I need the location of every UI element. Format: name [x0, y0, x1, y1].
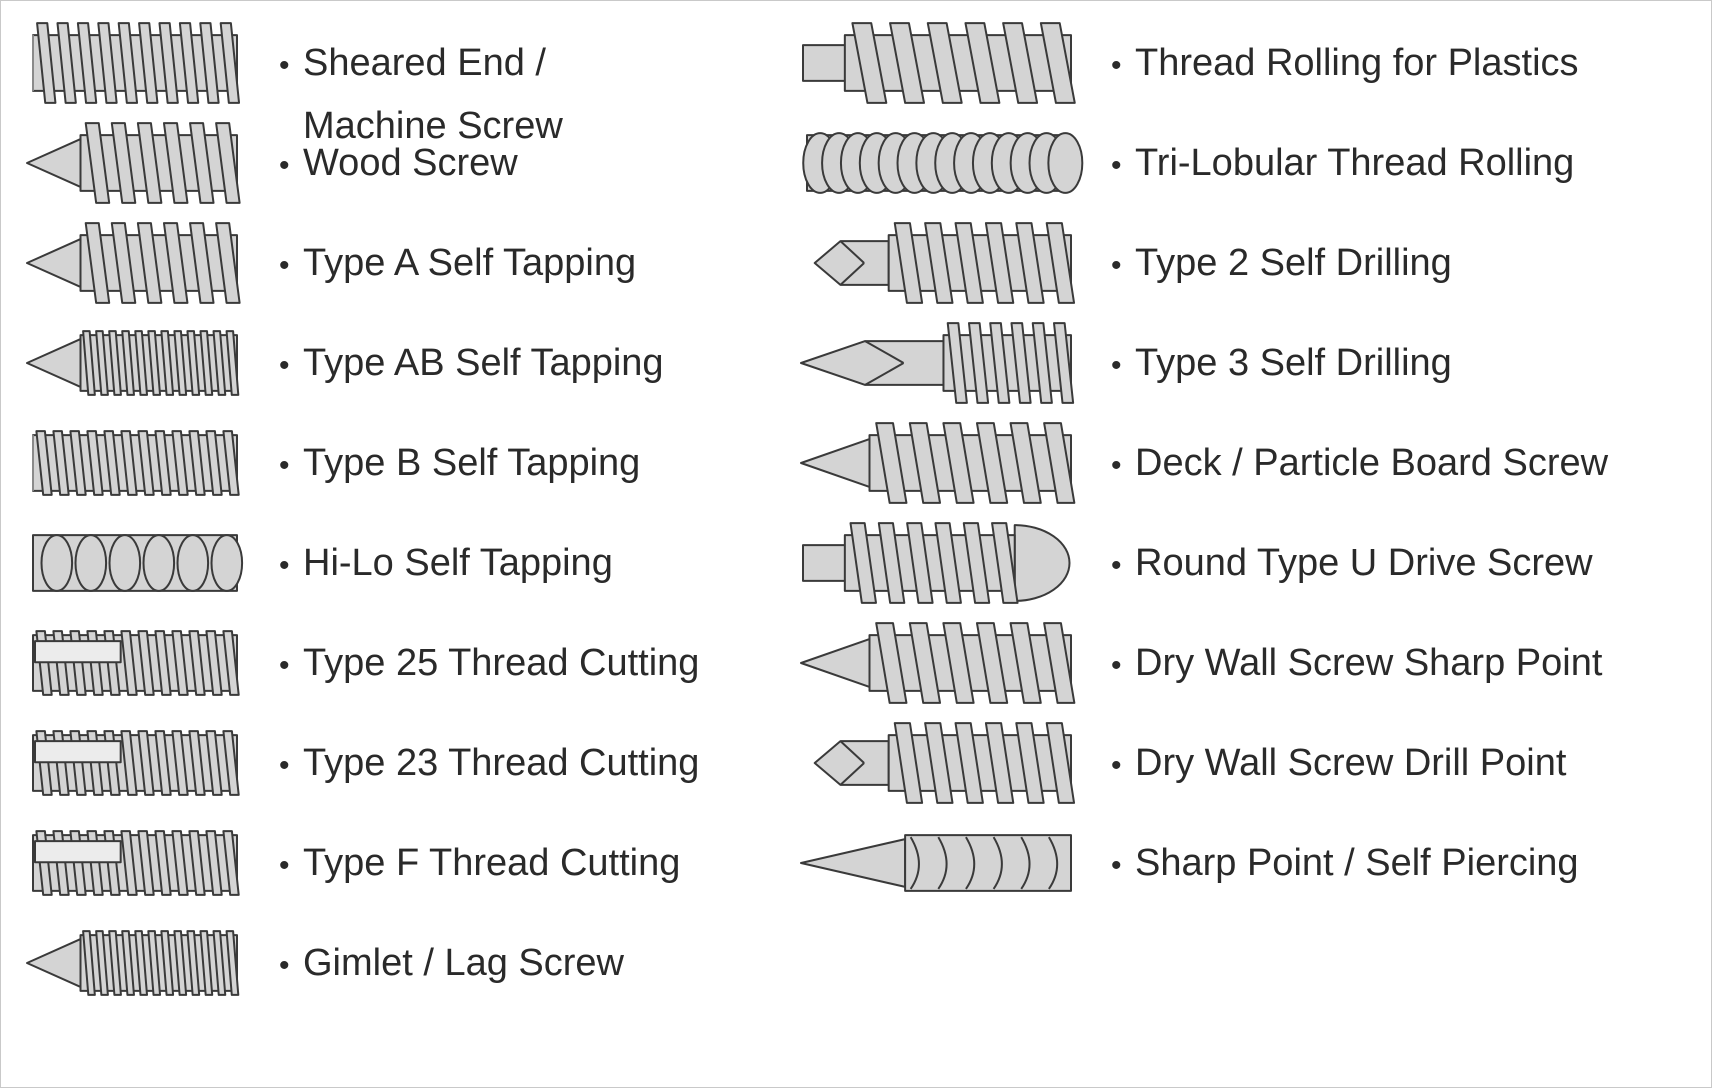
bullet: •: [1111, 649, 1122, 682]
type-2-drill-screw-icon: [813, 222, 1076, 304]
self-piercing-screw-icon: [800, 834, 1073, 892]
screw-label-text: Hi-Lo Self Tapping: [303, 542, 613, 584]
type-b-screw-icon: [32, 430, 240, 496]
bullet: •: [1111, 149, 1122, 182]
bullet: •: [279, 349, 290, 382]
type-ab-screw-icon: [26, 330, 240, 396]
bullet: •: [1111, 849, 1122, 882]
bullet: •: [1111, 249, 1122, 282]
screw-label-text: Type A Self Tapping: [303, 242, 637, 284]
screw-label: • Type 3 Self Drilling: [1111, 333, 1452, 396]
bullet: •: [1111, 349, 1122, 382]
screw-label-text: Dry Wall Screw Sharp Point: [1135, 642, 1603, 684]
screw-label-text: Wood Screw: [303, 142, 518, 184]
screw-label: • Gimlet / Lag Screw: [279, 933, 624, 996]
drive-screw-icon: [802, 522, 1071, 604]
screw-label-text: Round Type U Drive Screw: [1135, 542, 1593, 584]
screw-label: • Sheared End / Machine Screw: [279, 33, 563, 156]
drywall-sharp-screw-icon: [800, 622, 1076, 704]
thread-rolling-plastics-icon: [802, 22, 1076, 104]
bullet: •: [1111, 749, 1122, 782]
deck-screw-icon: [800, 422, 1076, 504]
bullet: •: [279, 449, 290, 482]
bullet: •: [1111, 449, 1122, 482]
screw-label: • Dry Wall Screw Sharp Point: [1111, 633, 1602, 696]
screw-label: • Round Type U Drive Screw: [1111, 533, 1593, 596]
type-25-screw-icon: [32, 630, 240, 696]
screw-label-text: Sharp Point / Self Piercing: [1135, 842, 1579, 884]
screw-label-text: Type 3 Self Drilling: [1135, 342, 1452, 384]
hi-lo-screw-icon: [32, 534, 244, 592]
screw-label-text: Dry Wall Screw Drill Point: [1135, 742, 1567, 784]
tri-lobular-screw-icon: [802, 132, 1084, 194]
screw-label-text: Deck / Particle Board Screw: [1135, 442, 1609, 484]
bullet: •: [1111, 49, 1122, 82]
bullet: •: [279, 649, 290, 682]
bullet: •: [279, 249, 290, 282]
screw-label-text: Tri-Lobular Thread Rolling: [1135, 142, 1575, 184]
screw-label-text: Type AB Self Tapping: [303, 342, 664, 384]
screw-label: • Dry Wall Screw Drill Point: [1111, 733, 1566, 796]
screw-label-text: Thread Rolling for Plastics: [1135, 42, 1579, 84]
screw-label: • Type B Self Tapping: [279, 433, 640, 496]
screw-label: • Type F Thread Cutting: [279, 833, 680, 896]
type-f-screw-icon: [32, 830, 240, 896]
screw-label: • Deck / Particle Board Screw: [1111, 433, 1608, 496]
screw-label: • Type AB Self Tapping: [279, 333, 664, 396]
screw-label-text: Type 25 Thread Cutting: [303, 642, 700, 684]
screw-label: • Type A Self Tapping: [279, 233, 636, 296]
drywall-drill-screw-icon: [813, 722, 1076, 804]
wood-screw-icon: [26, 122, 241, 204]
bullet: •: [279, 749, 290, 782]
type-3-drill-screw-icon: [800, 322, 1075, 404]
screw-label-text: Type F Thread Cutting: [303, 842, 681, 884]
screw-label: • Sharp Point / Self Piercing: [1111, 833, 1579, 896]
bullet: •: [279, 149, 290, 182]
screw-label-text: Type B Self Tapping: [303, 442, 641, 484]
bullet: •: [279, 49, 290, 82]
screw-label: • Wood Screw: [279, 133, 518, 196]
type-23-screw-icon: [32, 730, 240, 796]
screw-label: • Type 23 Thread Cutting: [279, 733, 699, 796]
screw-label-text: Type 2 Self Drilling: [1135, 242, 1452, 284]
bullet: •: [279, 549, 290, 582]
screw-label-text: Gimlet / Lag Screw: [303, 942, 624, 984]
bullet: •: [279, 949, 290, 982]
screw-label: • Tri-Lobular Thread Rolling: [1111, 133, 1574, 196]
screw-label-text-line2: Machine Screw: [303, 105, 563, 147]
bullet: •: [1111, 549, 1122, 582]
screw-label-text: Type 23 Thread Cutting: [303, 742, 700, 784]
screw-label: • Hi-Lo Self Tapping: [279, 533, 613, 596]
screw-label: • Thread Rolling for Plastics: [1111, 33, 1579, 96]
screw-label: • Type 25 Thread Cutting: [279, 633, 699, 696]
gimlet-screw-icon: [26, 930, 240, 996]
bullet: •: [279, 849, 290, 882]
screw-label-text: Sheared End /: [303, 42, 546, 84]
sheared-end-screw-icon: [32, 22, 241, 104]
type-a-screw-icon: [26, 222, 241, 304]
screw-label: • Type 2 Self Drilling: [1111, 233, 1452, 296]
